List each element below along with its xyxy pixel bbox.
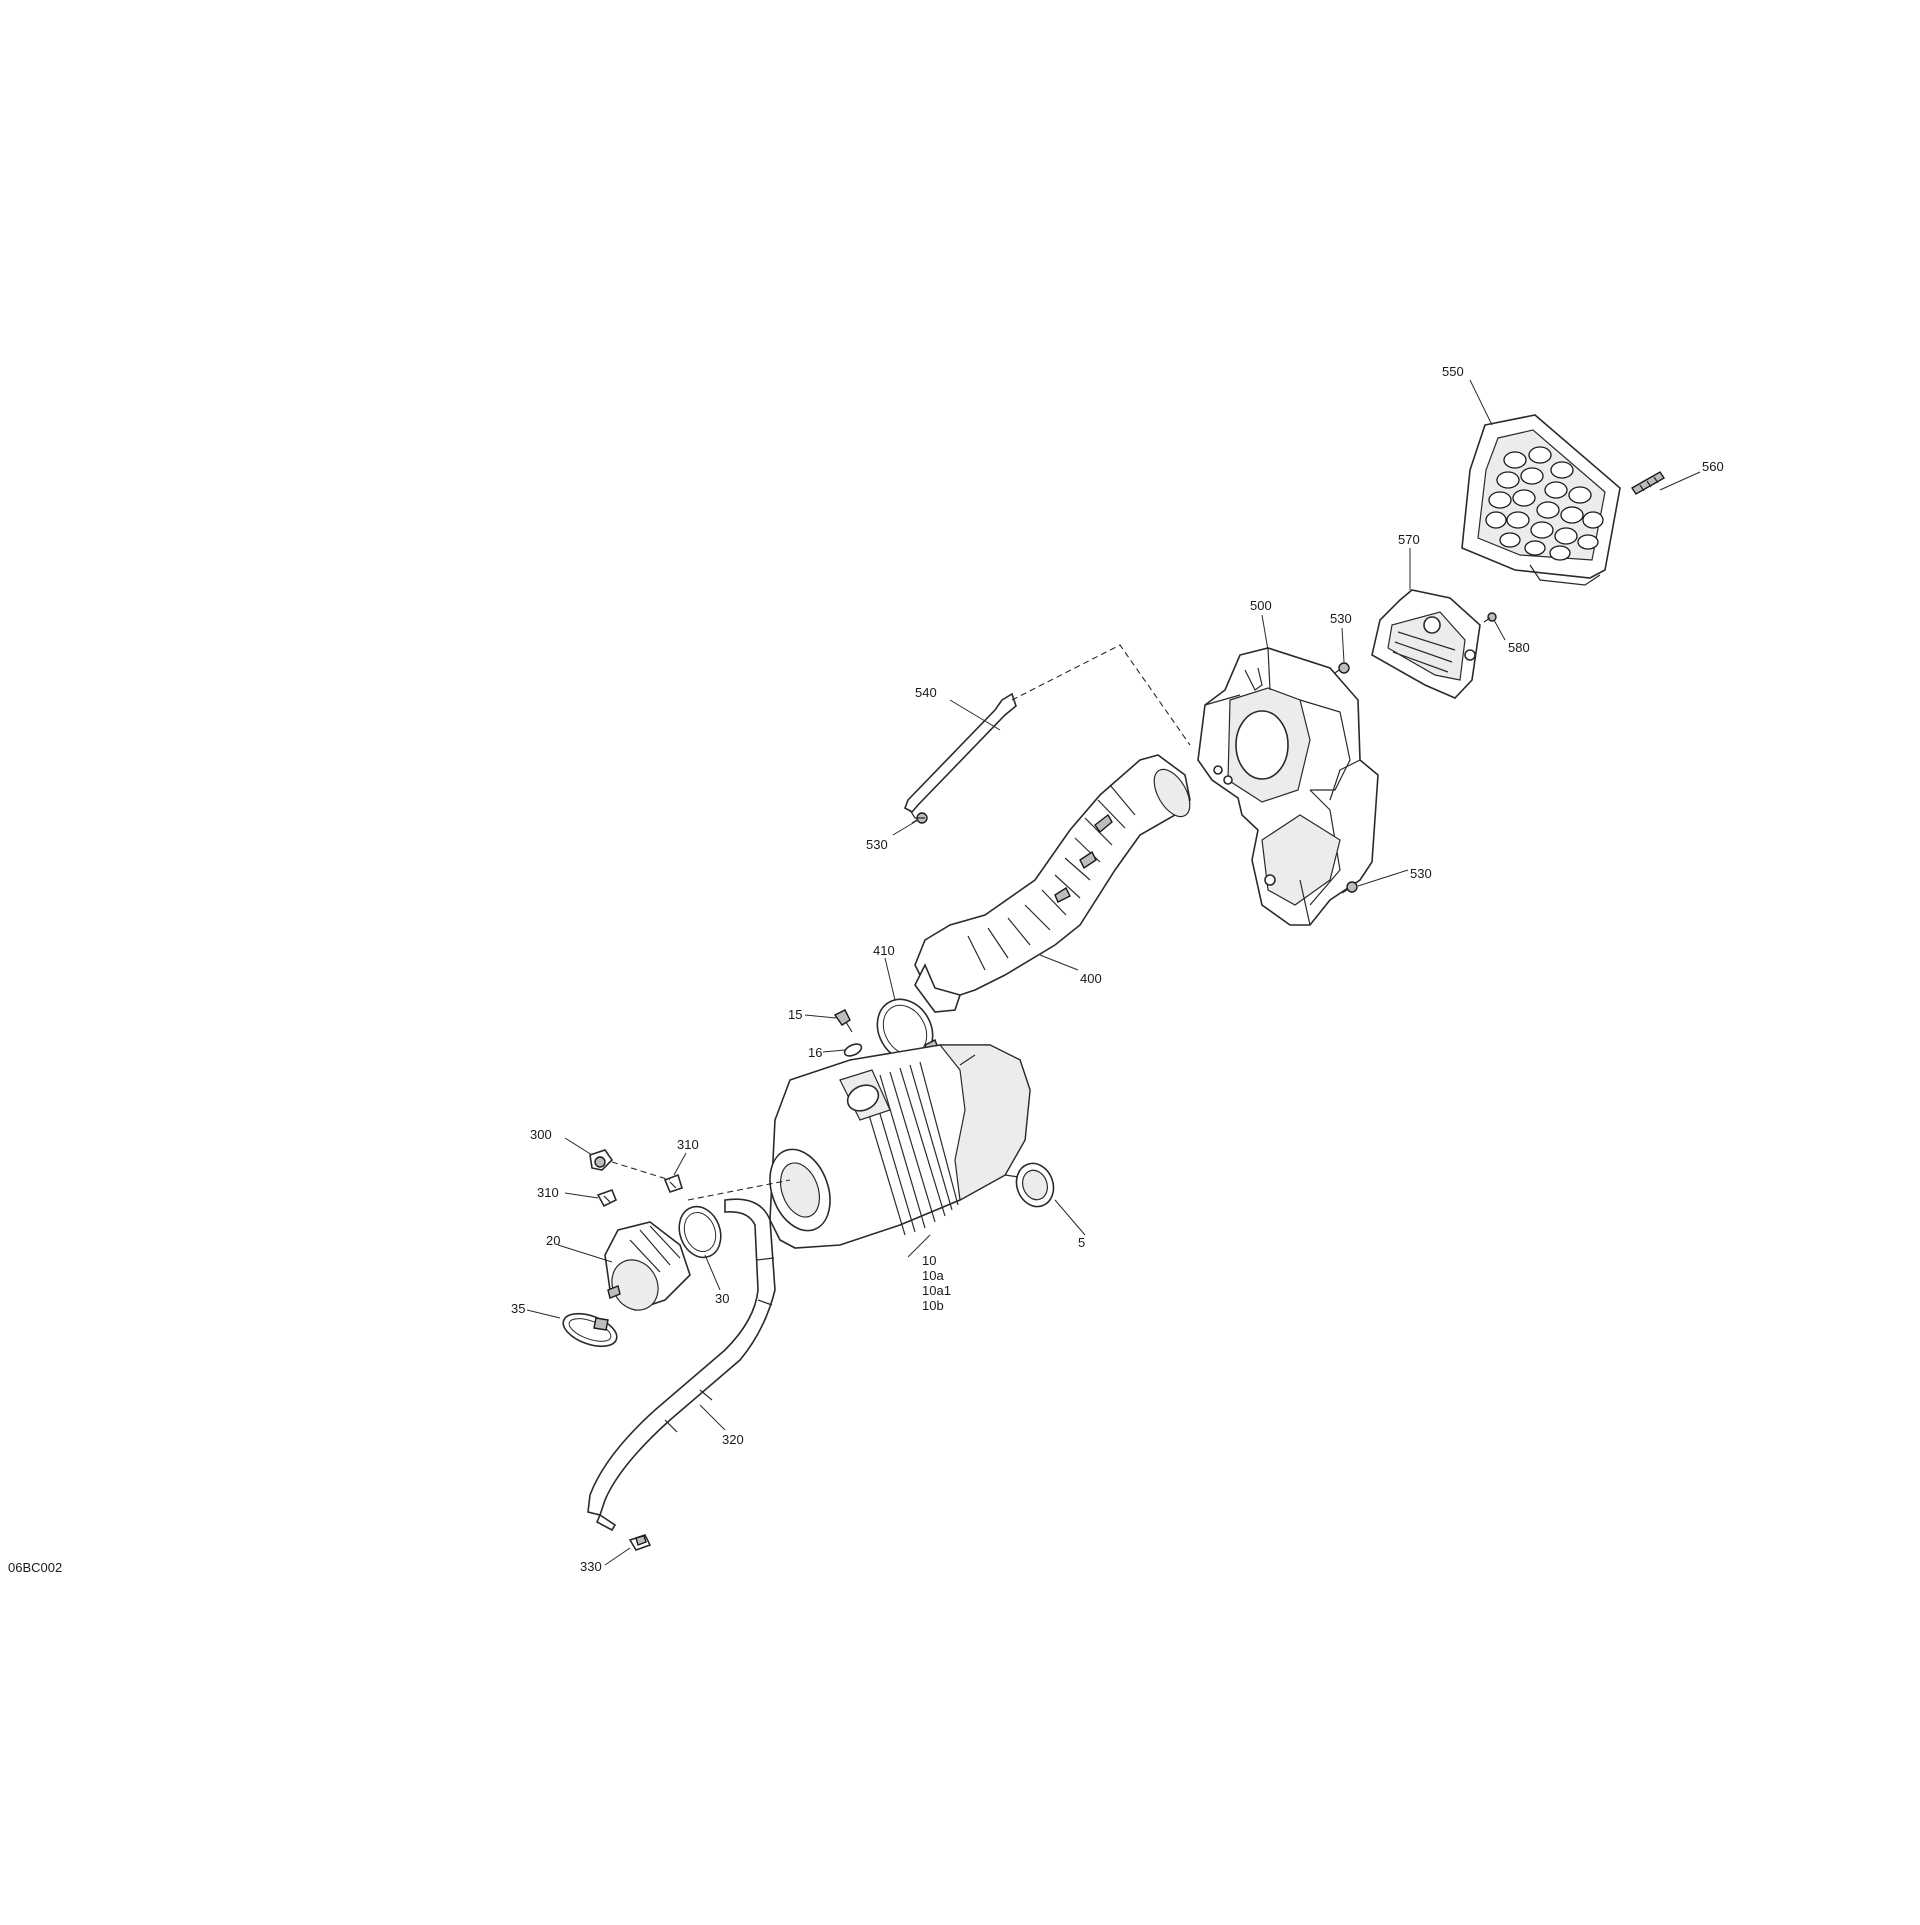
label-500: 500 (1250, 598, 1272, 613)
label-530-left: 530 (866, 837, 888, 852)
label-30: 30 (715, 1291, 729, 1306)
label-400: 400 (1080, 971, 1102, 986)
part-320-hose (587, 1198, 776, 1532)
label-35: 35 (511, 1301, 525, 1316)
assembly-lines (611, 644, 1191, 1201)
part-35-clamp (562, 1312, 618, 1348)
label-300: 300 (530, 1127, 552, 1142)
label-570: 570 (1398, 532, 1420, 547)
label-320: 320 (722, 1432, 744, 1447)
label-16: 16 (808, 1045, 822, 1060)
label-330: 330 (580, 1559, 602, 1574)
part-570-cover (1371, 589, 1481, 699)
label-550: 550 (1442, 364, 1464, 379)
diagram-id: 06BC002 (8, 1560, 62, 1575)
label-410: 410 (873, 943, 895, 958)
part-15-bolt (833, 1009, 853, 1033)
part-410-clamp (876, 998, 939, 1062)
part-5-seal (1015, 1162, 1055, 1208)
part-530-screw-top (1334, 662, 1350, 674)
label-10b: 10b (922, 1298, 944, 1313)
part-10-filter-housing (769, 1044, 1042, 1249)
label-5: 5 (1078, 1235, 1085, 1250)
label-310-left: 310 (537, 1185, 559, 1200)
label-10a: 10a (922, 1268, 944, 1283)
label-530-top: 530 (1330, 611, 1352, 626)
part-310-clip-left (596, 1188, 618, 1208)
part-400-intake-duct (914, 754, 1191, 1013)
part-580-screw (1483, 612, 1497, 623)
part-530-screw-right (1341, 881, 1358, 894)
part-540-bracket (904, 692, 1017, 819)
part-310-clip-right (663, 1173, 683, 1193)
part-30-clamp (678, 1205, 722, 1259)
part-16-washer (843, 1043, 863, 1057)
label-10a1: 10a1 (922, 1283, 951, 1298)
label-10: 10 (922, 1253, 936, 1268)
leader-lines (526, 379, 1701, 1566)
part-300-fitting (589, 1149, 614, 1171)
label-580: 580 (1508, 640, 1530, 655)
label-20: 20 (546, 1233, 560, 1248)
part-330-clip (628, 1534, 652, 1551)
label-540: 540 (915, 685, 937, 700)
part-20-boot (604, 1221, 691, 1311)
part-500-housing (1197, 647, 1379, 926)
part-550-grille (1461, 414, 1621, 586)
part-560-screw (1631, 471, 1665, 495)
label-310-right: 310 (677, 1137, 699, 1152)
label-530-right: 530 (1410, 866, 1432, 881)
callout-labels: 550 560 570 580 500 530 540 530 530 400 … (8, 364, 1724, 1575)
label-560: 560 (1702, 459, 1724, 474)
label-15: 15 (788, 1007, 802, 1022)
